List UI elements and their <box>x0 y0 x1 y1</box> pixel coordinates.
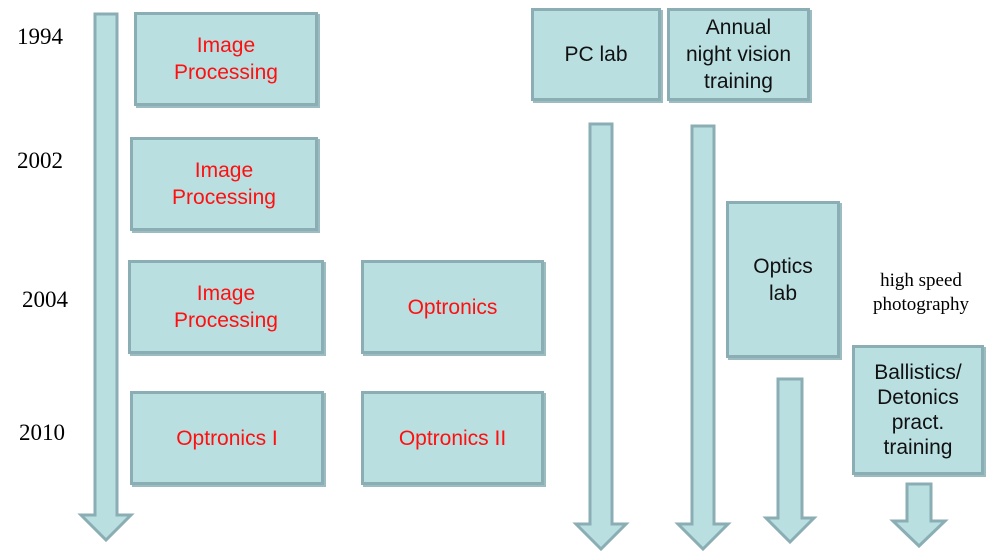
box-label: Optronics I <box>176 426 278 450</box>
box-label: Ballistics/ Detonics pract. training <box>874 361 962 459</box>
box-night-vision-training: Annual night vision training <box>667 8 810 101</box>
box-optronics-ii: Optronics II <box>361 391 544 485</box>
box-label: Optics lab <box>753 254 813 305</box>
box-label: PC lab <box>564 43 628 66</box>
box-label: Image Processing <box>172 159 276 209</box>
box-optronics-i: Optronics I <box>130 391 324 485</box>
year-label-2010: 2010 <box>19 420 65 445</box>
box-image-processing-1994: Image Processing <box>134 12 318 106</box>
year-label-2002: 2002 <box>17 148 63 173</box>
pc-lab-arrow <box>572 122 630 552</box>
box-label: Optronics II <box>398 426 507 450</box>
year-label-1994: 1994 <box>17 24 63 49</box>
box-label: Image Processing <box>174 34 278 84</box>
box-label: Annual night vision training <box>685 16 792 93</box>
timeline-arrow <box>77 12 135 543</box>
box-label: Image Processing <box>174 282 278 332</box>
night-vision-arrow <box>674 124 732 552</box>
box-image-processing-2002: Image Processing <box>130 137 318 231</box>
box-optics-lab: Optics lab <box>726 201 840 358</box>
box-pc-lab: PC lab <box>531 8 661 101</box>
box-ballistics-training: Ballistics/ Detonics pract. training <box>852 345 984 475</box>
year-label-2004: 2004 <box>22 287 68 312</box>
box-label: Optronics <box>407 295 498 319</box>
high-speed-photography-note: high speed photography <box>872 270 970 315</box>
box-optronics-2004: Optronics <box>361 260 544 354</box>
ballistics-arrow <box>889 482 949 549</box>
box-image-processing-2004: Image Processing <box>128 260 324 354</box>
optics-lab-arrow <box>762 377 818 545</box>
